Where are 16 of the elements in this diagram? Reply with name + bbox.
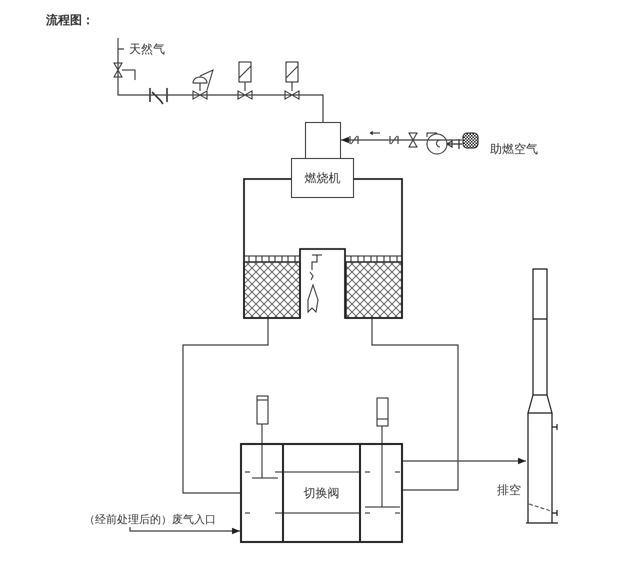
switching-valve-box: 切换阀 <box>240 443 403 543</box>
flow-arrow <box>341 136 462 144</box>
chimney <box>526 268 559 524</box>
air-filter-icon <box>462 132 479 149</box>
gas-inlet-label: 天然气 <box>124 40 170 58</box>
pipe-line <box>117 48 324 122</box>
flow-arrow <box>129 527 240 534</box>
flow-arrow <box>403 458 526 464</box>
waste-gas-inlet-label: （经前处理后的）废气入口 <box>74 511 226 527</box>
pipe-line <box>371 319 459 491</box>
burner-housing <box>305 122 341 159</box>
burner-box: 燃烧机 <box>291 158 354 198</box>
title: 流程图： <box>46 13 94 27</box>
pipe-line <box>182 319 269 494</box>
air-label: 助燃空气 <box>490 142 538 156</box>
stack-label: 排空 <box>497 483 521 497</box>
